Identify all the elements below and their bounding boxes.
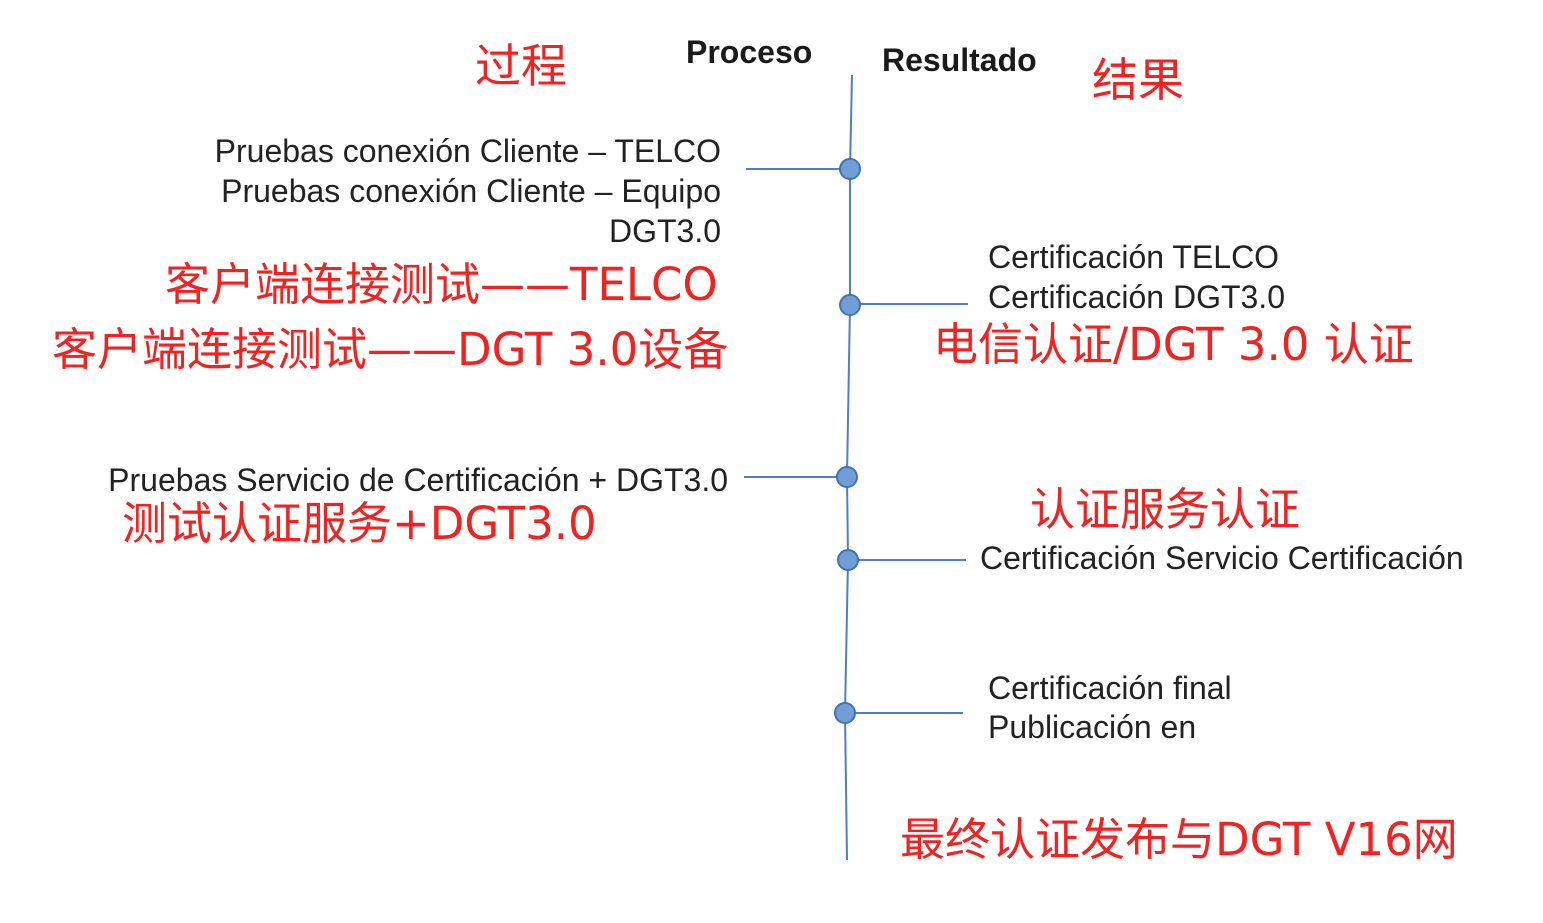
header-process-zh: 过程 (475, 39, 567, 93)
process-step-2-line-1: Pruebas Servicio de Certificación + DGT3… (108, 462, 728, 498)
node-result-3 (834, 702, 856, 724)
result-3-line-1: Certificación final (988, 670, 1232, 706)
result-1-zh: 电信认证/DGT 3.0 认证 (933, 318, 1414, 371)
result-2-text: Certificación Servicio Certificación (980, 538, 1464, 578)
process-step-2-zh: 测试认证服务+DGT3.0 (122, 497, 597, 550)
process-step-1-zh-1: 客户端连接测试——TELCO (165, 258, 718, 311)
result-1-line-2: Certificación DGT3.0 (988, 279, 1285, 315)
result-3-line-2: Publicación en (988, 709, 1197, 745)
node-result-2 (837, 549, 859, 571)
result-2-line-1: Certificación Servicio Certificación (980, 540, 1464, 576)
process-step-1-text: Pruebas conexión Cliente – TELCO Pruebas… (215, 131, 721, 251)
result-1-line-1: Certificación TELCO (988, 239, 1280, 275)
result-2-zh: 认证服务认证 (1030, 483, 1301, 536)
node-process-1 (839, 158, 861, 180)
header-process: Proceso (686, 34, 813, 70)
node-process-2 (836, 466, 858, 488)
process-step-1-line-1: Pruebas conexión Cliente – TELCO (214, 133, 721, 169)
result-3-text: Certificación final Publicación en (988, 669, 1232, 747)
result-1-text: Certificación TELCO Certificación DGT3.0 (988, 237, 1285, 317)
node-result-1 (839, 294, 861, 316)
header-result-zh: 结果 (1092, 53, 1184, 107)
result-3-zh: 最终认证发布与DGT V16网 (900, 813, 1458, 866)
process-step-1-zh-2: 客户端连接测试——DGT 3.0设备 (52, 323, 729, 376)
process-step-1-line-2: Pruebas conexión Cliente – Equipo (221, 173, 721, 209)
process-step-2-text: Pruebas Servicio de Certificación + DGT3… (108, 460, 728, 500)
header-result: Resultado (882, 42, 1037, 78)
process-step-1-line-3: DGT3.0 (608, 213, 721, 249)
